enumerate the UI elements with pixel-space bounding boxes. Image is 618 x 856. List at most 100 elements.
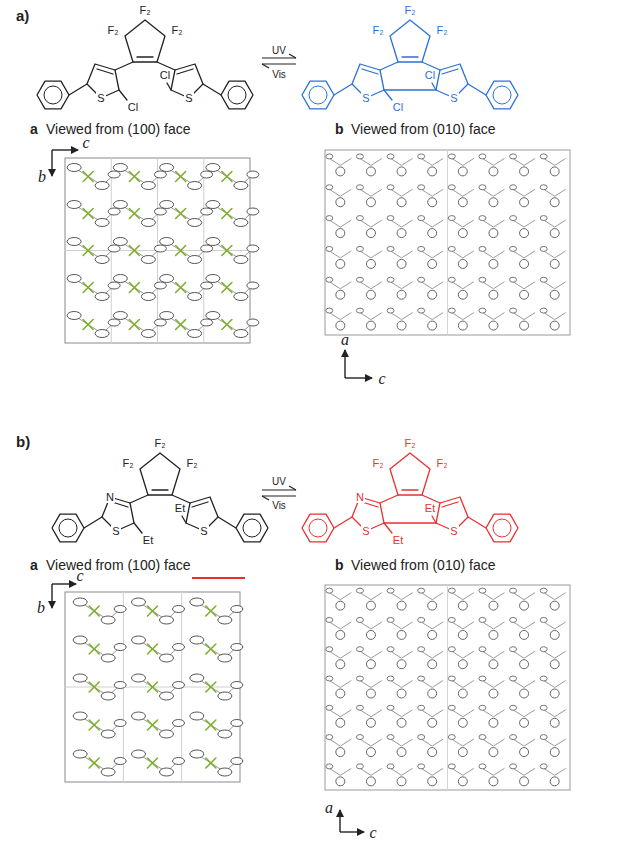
molecule-chevron bbox=[482, 710, 504, 717]
phenyl-ellipse bbox=[154, 319, 166, 326]
molecule-chevron bbox=[544, 651, 566, 658]
ring-closure-bond bbox=[384, 522, 436, 523]
phenyl-ellipse bbox=[489, 777, 498, 786]
phenyl-ellipse bbox=[520, 689, 529, 698]
phenyl-ellipse bbox=[356, 647, 363, 652]
phenyl-ellipse bbox=[190, 674, 204, 682]
phenyl-ellipse bbox=[141, 330, 155, 338]
substituent-bond bbox=[432, 83, 436, 90]
atom-label: F₂ bbox=[436, 457, 449, 469]
atom-label: S bbox=[111, 525, 120, 537]
fluorine-cross bbox=[222, 283, 232, 293]
phenyl-ellipse bbox=[366, 718, 375, 727]
phenyl-ellipse bbox=[366, 321, 375, 330]
phenyl-ellipse bbox=[326, 705, 333, 710]
phenyl-ellipse bbox=[387, 735, 394, 740]
bond bbox=[334, 84, 352, 95]
molecule-chevron bbox=[329, 251, 351, 258]
phenyl-ellipse bbox=[206, 164, 220, 172]
fluorine-cross bbox=[148, 644, 158, 654]
phenyl-ellipse bbox=[510, 764, 517, 769]
substituent-bond bbox=[134, 523, 142, 533]
phenyl-ellipse bbox=[206, 201, 220, 209]
phenyl-ellipse bbox=[231, 682, 243, 689]
molecule-chevron bbox=[452, 622, 474, 629]
phenyl-ellipse bbox=[540, 216, 547, 221]
phenyl-ellipse bbox=[387, 185, 394, 190]
phenyl-ellipse bbox=[550, 601, 559, 610]
phenyl-ellipse bbox=[458, 321, 467, 330]
phenyl-ellipse bbox=[489, 290, 498, 299]
bond bbox=[69, 84, 87, 95]
molecule-chevron bbox=[482, 158, 504, 165]
phenyl-ellipse bbox=[479, 185, 486, 190]
axis-label: a bbox=[325, 799, 333, 817]
phenyl-ellipse bbox=[201, 171, 213, 178]
fluorine-cross bbox=[89, 682, 99, 692]
fluorine-cross bbox=[222, 283, 232, 293]
fluorine-cross bbox=[148, 720, 158, 730]
molecule-chevron bbox=[329, 158, 351, 165]
phenyl-ellipse bbox=[247, 282, 259, 289]
atom-label: S bbox=[184, 92, 193, 104]
fluorine-cross bbox=[148, 758, 158, 768]
phenyl-ellipse bbox=[201, 282, 213, 289]
phenyl-ellipse bbox=[479, 705, 486, 710]
phenyl-ellipse bbox=[510, 647, 517, 652]
phenyl-ellipse bbox=[520, 630, 529, 639]
phenyl-ellipse bbox=[101, 692, 115, 700]
phenyl-ellipse bbox=[336, 777, 345, 786]
axis-label: b bbox=[38, 168, 46, 186]
phenyl-ellipse bbox=[67, 275, 81, 283]
phenyl-ring bbox=[37, 81, 69, 109]
view-letter: b bbox=[335, 122, 344, 137]
double-bond bbox=[97, 69, 113, 74]
phenyl-ellipse bbox=[114, 606, 126, 613]
axis-arrows bbox=[52, 150, 372, 832]
fluorine-cross bbox=[148, 758, 158, 768]
phenyl-ellipse bbox=[520, 259, 529, 268]
phenyl-ellipse bbox=[397, 259, 406, 268]
double-bond bbox=[137, 56, 153, 57]
fluorine-cross bbox=[148, 606, 158, 616]
phenyl-ellipse bbox=[101, 616, 115, 624]
phenyl-ellipse bbox=[95, 293, 109, 301]
phenyl-ellipse bbox=[418, 764, 425, 769]
phenyl-ellipse bbox=[201, 245, 213, 252]
fluorine-cross bbox=[129, 172, 139, 182]
phenyl-ellipse bbox=[247, 171, 259, 178]
bond bbox=[218, 517, 236, 528]
fluorine-cross bbox=[89, 682, 99, 692]
phenyl-ellipse bbox=[550, 718, 559, 727]
atom-label: Et bbox=[174, 502, 186, 514]
phenyl-ellipse bbox=[418, 154, 425, 159]
molecule-chevron bbox=[513, 593, 535, 600]
aromatic-circle bbox=[228, 86, 246, 104]
phenyl-ellipse bbox=[231, 644, 243, 651]
phenyl-ellipse bbox=[387, 764, 394, 769]
substituent-bond bbox=[432, 516, 436, 523]
phenyl-ellipse bbox=[113, 312, 127, 320]
atom-label: Cl bbox=[424, 69, 436, 81]
phenyl-ellipse bbox=[458, 630, 467, 639]
phenyl-ellipse bbox=[458, 229, 467, 238]
molecule-chevron bbox=[360, 622, 382, 629]
phenyl-ellipse bbox=[428, 259, 437, 268]
phenyl-ellipse bbox=[95, 219, 109, 227]
phenyl-ellipse bbox=[234, 293, 248, 301]
ring-closure-bond bbox=[384, 89, 436, 90]
phenyl-ellipse bbox=[231, 720, 243, 727]
phenyl-ellipse bbox=[173, 720, 185, 727]
molecule-chevron bbox=[544, 593, 566, 600]
molecule-chevron bbox=[421, 681, 443, 688]
phenyl-ellipse bbox=[520, 718, 529, 727]
phenyl-ellipse bbox=[132, 636, 146, 644]
phenyl-ellipse bbox=[114, 720, 126, 727]
phenyl-ellipse bbox=[387, 617, 394, 622]
phenyl-ellipse bbox=[540, 308, 547, 313]
substituent-bond bbox=[119, 90, 127, 100]
fluorine-cross bbox=[129, 283, 139, 293]
fluorine-cross bbox=[176, 320, 186, 330]
phenyl-ellipse bbox=[418, 246, 425, 251]
phenyl-ellipse bbox=[489, 660, 498, 669]
